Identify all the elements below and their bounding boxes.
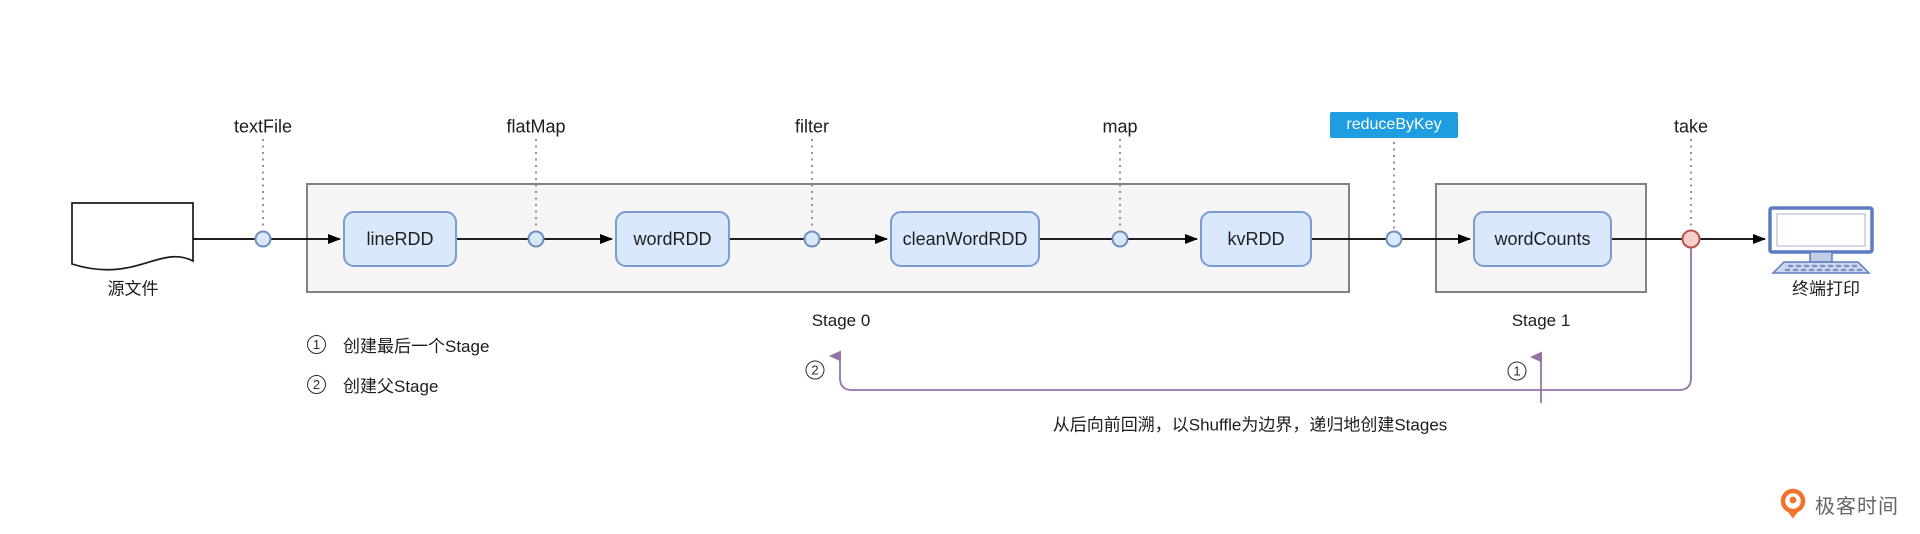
operator-chip-reduceByKey: reduceByKey <box>1330 112 1458 138</box>
operator-label-flatMap: flatMap <box>506 116 566 137</box>
legend-num-1-icon: 1 <box>307 335 326 354</box>
legend-text-1: 创建最后一个Stage <box>343 337 490 356</box>
operator-label-filter: filter <box>794 116 830 137</box>
terminal-label: 终端打印 <box>1792 279 1860 299</box>
legend-item-2: 2 创建父Stage <box>307 372 438 397</box>
rdd-node-lineRDD: lineRDD <box>343 211 457 267</box>
connector-textFile-icon <box>254 230 272 248</box>
stage-1-label: Stage 1 <box>1511 311 1571 330</box>
step-badge-1-icon: 1 <box>1507 361 1527 381</box>
operator-label-textFile: textFile <box>233 116 293 137</box>
connector-take-action-icon <box>1681 229 1701 249</box>
legend-num-2-icon: 2 <box>307 375 326 394</box>
operator-label-take: take <box>1673 116 1709 137</box>
step-badge-2-icon: 2 <box>805 360 825 380</box>
rdd-node-cleanWordRDD: cleanWordRDD <box>890 211 1040 267</box>
stage-0-box <box>306 183 1350 293</box>
rdd-label: wordCounts <box>1494 228 1591 249</box>
connector-reduceByKey-icon <box>1385 230 1403 248</box>
legend-text-2: 创建父Stage <box>343 377 439 396</box>
rdd-node-kvRDD: kvRDD <box>1200 211 1312 267</box>
rdd-label: lineRDD <box>366 228 434 249</box>
source-file-icon <box>71 202 194 271</box>
legend-item-1: 1 创建最后一个Stage <box>307 332 489 357</box>
rdd-node-wordRDD: wordRDD <box>615 211 730 267</box>
geektime-logo-icon <box>1780 488 1806 519</box>
geektime-logo-text: 极客时间 <box>1815 495 1899 518</box>
rdd-node-wordCounts: wordCounts <box>1473 211 1612 267</box>
stage-0-label: Stage 0 <box>811 311 871 330</box>
backtrace-annotation: 从后向前回溯，以Shuffle为边界，递归地创建Stages <box>1052 415 1448 435</box>
rdd-label: wordRDD <box>633 228 712 249</box>
operator-label-map: map <box>1102 116 1138 137</box>
terminal-icon <box>1768 206 1874 274</box>
geektime-logo: 极客时间 <box>1777 487 1899 521</box>
operator-label-reduceByKey: reduceByKey <box>1346 116 1442 133</box>
step-badge-stage0: 2 <box>805 360 825 380</box>
rdd-label: kvRDD <box>1227 228 1285 249</box>
step-badge-stage1: 1 <box>1507 361 1527 381</box>
source-file-label: 源文件 <box>107 279 159 299</box>
rdd-label: cleanWordRDD <box>902 228 1028 249</box>
